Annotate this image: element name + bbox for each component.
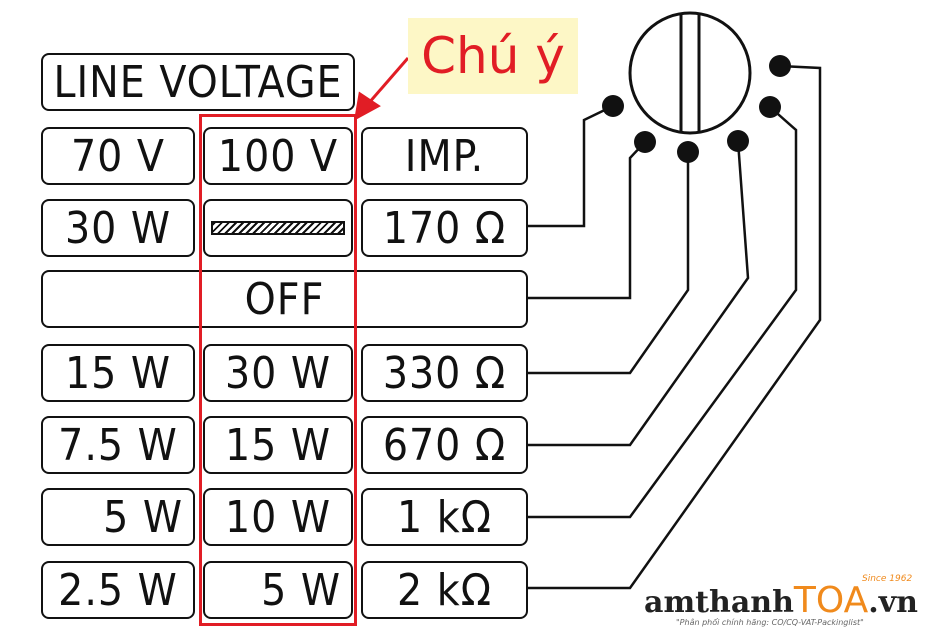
- logo-prefix: amthanh: [644, 585, 794, 620]
- voltage-70v-label: 70 V: [41, 127, 195, 185]
- imp-1k: 1 kΩ: [361, 488, 528, 546]
- tap-70v-2-5w: 2.5 W: [41, 561, 195, 619]
- voltage-100v-label: 100 V: [203, 127, 353, 185]
- terminal-dot: [769, 55, 791, 77]
- logo-since: Since 1962: [862, 574, 913, 584]
- note-label: Chú ý: [408, 18, 578, 94]
- tap-100v-15w: 15 W: [203, 416, 353, 474]
- wire-330-ohm: [528, 152, 690, 375]
- selector-knob: [628, 11, 752, 135]
- wire-2k-ohm: [528, 64, 822, 590]
- terminal-dot: [602, 95, 624, 117]
- tap-100v-5w: 5 W: [203, 561, 353, 619]
- tap-100v-disabled: [203, 199, 353, 257]
- wire-670-ohm: [528, 140, 750, 447]
- tap-70v-15w: 15 W: [41, 344, 195, 402]
- tap-70v-30w: 30 W: [41, 199, 195, 257]
- note-arrow: [366, 57, 410, 105]
- highlight-100v-column: [199, 114, 357, 626]
- tap-100v-30w: 30 W: [203, 344, 353, 402]
- imp-330: 330 Ω: [361, 344, 528, 402]
- line-voltage-label: LINE VOLTAGE: [41, 53, 355, 111]
- terminal-dot: [634, 131, 656, 153]
- logo-tagline: "Phân phối chính hãng: CO/CQ-VAT-Packing…: [676, 618, 864, 627]
- wire-1k-ohm: [528, 106, 798, 519]
- logo-suffix: .vn: [868, 585, 918, 620]
- terminal-dot: [677, 141, 699, 163]
- imp-2k: 2 kΩ: [361, 561, 528, 619]
- off-position: OFF: [41, 270, 528, 328]
- logo-brand: TOA: [793, 580, 869, 621]
- tap-70v-5w: 5 W: [41, 488, 195, 546]
- imp-170: 170 Ω: [361, 199, 528, 257]
- terminal-dot: [759, 96, 781, 118]
- hatched-bar: [211, 221, 345, 235]
- tap-70v-7-5w: 7.5 W: [41, 416, 195, 474]
- wire-off: [528, 141, 646, 300]
- imp-670: 670 Ω: [361, 416, 528, 474]
- brand-logo: Since 1962 amthanhTOA.vn "Phân phối chín…: [640, 574, 930, 634]
- logo-wordmark: amthanhTOA.vn: [644, 580, 918, 621]
- wire-170-ohm: [528, 104, 614, 228]
- note-arrow-head: [354, 91, 381, 121]
- imp-header: IMP.: [361, 127, 528, 185]
- terminal-dot: [727, 130, 749, 152]
- tap-100v-10w: 10 W: [203, 488, 353, 546]
